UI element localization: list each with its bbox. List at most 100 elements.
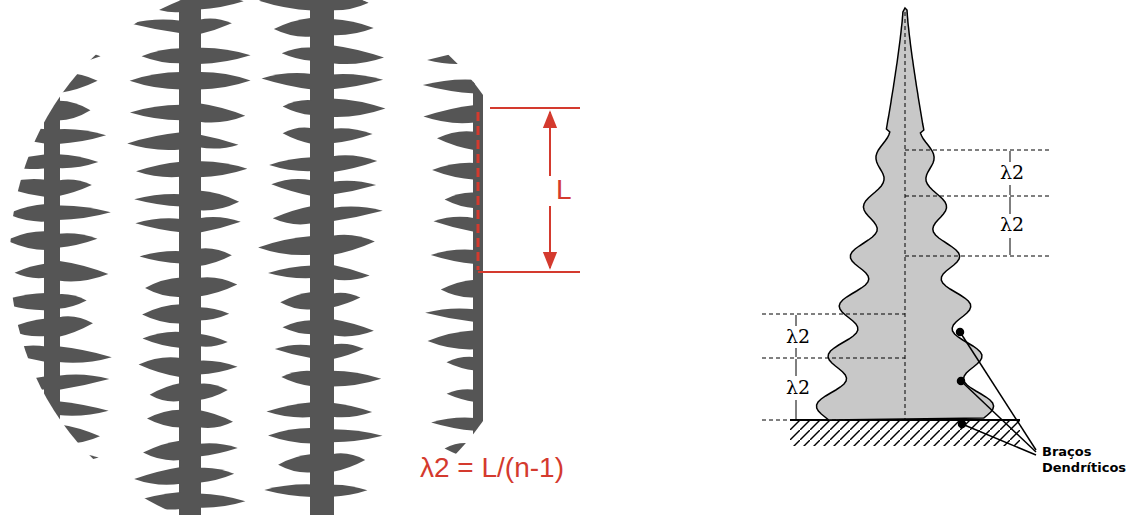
dendrite-arm <box>7 204 46 222</box>
spacing-label: λ2 <box>784 326 812 347</box>
dendrite-arm <box>58 129 106 144</box>
dendrite-arm <box>199 361 238 375</box>
dendrite-arm <box>199 0 244 9</box>
dendrite-arm <box>199 334 228 347</box>
dendrite-arm <box>58 452 99 465</box>
dendrite-arm <box>441 280 475 298</box>
spacing-lines <box>762 150 1050 420</box>
dendrite-arm <box>269 157 312 171</box>
dendrite-arm <box>134 467 181 485</box>
dendrite-micrograph <box>0 0 483 515</box>
dendrite-arm <box>5 452 46 465</box>
dendrite-arm <box>143 332 181 348</box>
dimension-arrows <box>796 151 1010 419</box>
dendrite-arm <box>0 154 46 169</box>
dendrite-arm <box>424 498 475 515</box>
dendrite-arm <box>58 0 98 8</box>
dendrite-outline <box>817 8 994 420</box>
dendrite-arm <box>58 205 111 220</box>
dendrite-arm <box>58 424 100 443</box>
dendrite-arm <box>432 163 475 180</box>
dendrite-arm <box>259 0 312 11</box>
dendrite-trunk <box>179 0 201 515</box>
dendrite-arm <box>199 383 228 400</box>
dendrite-arm <box>199 307 229 320</box>
dendrite-arm <box>142 304 181 323</box>
spacing-label: λ2 <box>784 377 812 398</box>
dendrite-arm <box>127 132 181 150</box>
dendrite-arm <box>199 72 251 89</box>
dendrite-arm <box>445 193 475 209</box>
dendrite-arm <box>264 484 312 497</box>
dendrite-arm <box>199 135 238 149</box>
dendrite-arm <box>332 128 373 143</box>
dendrite-arm <box>0 179 46 197</box>
dendrite-arm <box>283 100 312 115</box>
dendrite-arm <box>268 266 312 279</box>
dendrite-arm <box>140 251 181 263</box>
dimension-label: L <box>556 174 572 206</box>
dendrite-arm <box>58 503 97 515</box>
dendrite-arm <box>58 101 90 121</box>
dendrite-arm <box>332 235 375 255</box>
dendrite-arm <box>332 319 374 336</box>
dendrite-arm <box>58 401 109 416</box>
dendrite-arm <box>274 18 312 37</box>
dendrite-arm <box>58 316 93 337</box>
dendrite-trunk <box>310 0 334 515</box>
dendrite-arm <box>147 410 181 428</box>
dendrite-arm <box>437 131 475 150</box>
dendrite-arm <box>199 277 237 296</box>
dendrite-arm <box>446 0 475 6</box>
dendrite-arm <box>283 127 312 143</box>
dendrite-arm <box>58 374 109 389</box>
dendrite-arm <box>0 399 46 417</box>
dendrite-arm <box>332 155 377 172</box>
dendrite-arm <box>282 47 312 60</box>
measure-line <box>477 112 480 270</box>
dendrite-arm <box>258 236 312 255</box>
dendrite-arm <box>199 190 239 210</box>
dendrite-trunk <box>44 0 60 515</box>
dendrite-arm <box>130 105 181 120</box>
dendrite-arm <box>144 0 181 12</box>
dendrite-arm <box>332 485 367 497</box>
dendrite-arm <box>199 468 234 483</box>
dendrite-arm <box>3 23 46 39</box>
dendrite-arm <box>447 17 475 35</box>
dendrite-arm <box>129 492 181 509</box>
dendrite-arm <box>3 0 46 6</box>
callout-label: Braços Dendríticos <box>1042 444 1132 475</box>
dendrite-arm <box>332 453 365 472</box>
dendrite-arm <box>58 154 98 168</box>
dendrite-arm <box>332 181 376 195</box>
dendrite-arm <box>199 248 232 266</box>
formula: λ2 = L/(n-1) <box>420 452 564 484</box>
leader-lines <box>957 329 1037 456</box>
dendrite-arm <box>12 50 46 68</box>
dimension-arrow <box>549 112 551 176</box>
dendrite-arm <box>58 21 106 39</box>
dendrite-arm <box>143 440 181 460</box>
dendrite-arm <box>58 478 90 490</box>
dendrite-arm <box>281 371 312 387</box>
dendrite-arm <box>273 206 312 224</box>
spacing-label: λ2 <box>998 214 1026 235</box>
dendrite-arm <box>150 383 181 402</box>
dendrite-arm <box>199 443 238 456</box>
dendrite-arm <box>3 345 46 362</box>
dendrite-arm <box>136 162 181 178</box>
dendrite-arm <box>271 179 312 196</box>
dendrite-arm <box>6 376 46 390</box>
dendrite-arm <box>4 128 46 143</box>
dendrite-arm <box>145 278 181 297</box>
dimension-tick <box>490 107 580 109</box>
dendrite-arm <box>0 293 46 310</box>
dendrite-arm <box>332 293 360 308</box>
dendrite-arm <box>431 417 475 430</box>
dendrite-arm <box>332 74 383 89</box>
dendrite-arm <box>425 308 475 322</box>
dendrite-arm <box>8 319 46 337</box>
dendrite-arm <box>332 403 372 418</box>
